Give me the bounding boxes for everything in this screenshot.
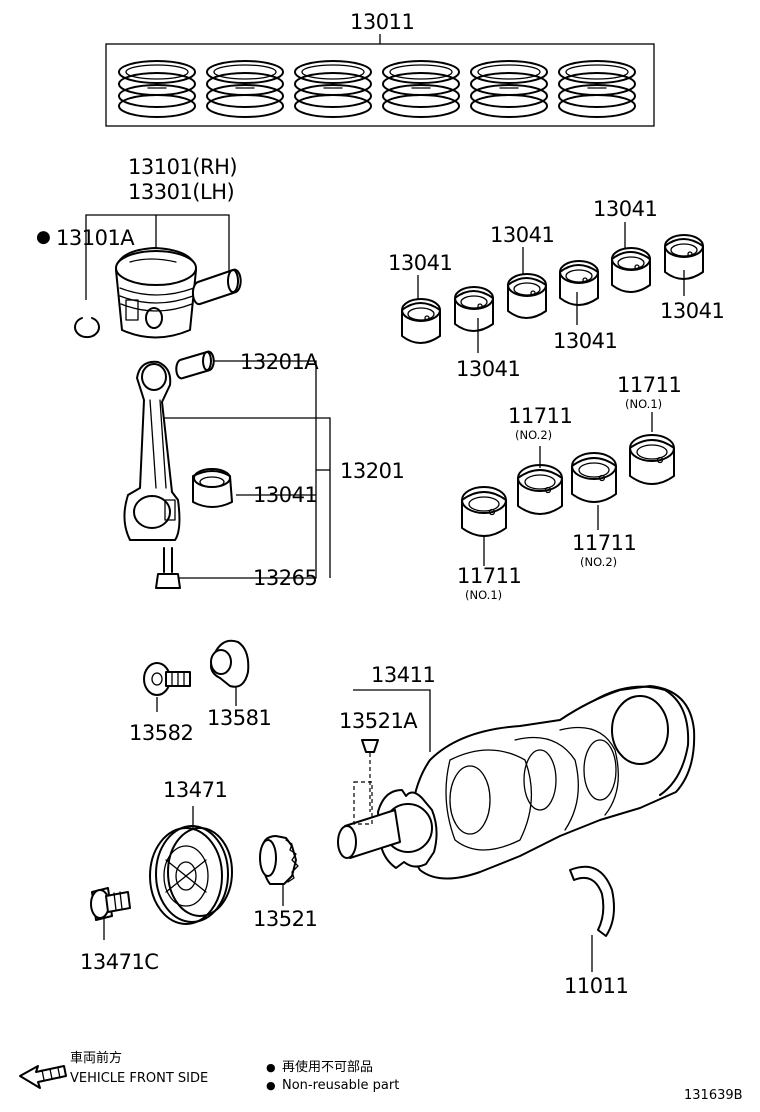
label-13201: 13201: [340, 459, 405, 483]
sublabel-no1-bottom: (NO.1): [465, 588, 503, 602]
label-13041-c: 13041: [490, 223, 555, 247]
sublabel-no1-top: (NO.1): [625, 397, 663, 411]
crank-bearings: [461, 412, 675, 566]
label-13011: 13011: [350, 10, 415, 34]
label-11711-no1-bottom: 11711: [457, 564, 522, 588]
washer-13581: [210, 639, 250, 706]
legend-nonreuse-jp: 再使用不可部品: [282, 1060, 374, 1075]
label-13201a: 13201A: [240, 350, 319, 374]
label-13521: 13521: [253, 907, 318, 931]
label-13471: 13471: [163, 778, 228, 802]
piston: [74, 214, 242, 339]
connecting-rod: [123, 350, 331, 589]
legend-front-en: VEHICLE FRONT SIDE: [70, 1071, 209, 1086]
legend-nonreuse-en: Non-reusable part: [282, 1078, 400, 1093]
label-13041-rod: 13041: [253, 483, 318, 507]
crankshaft: [337, 685, 696, 880]
label-13582: 13582: [129, 721, 194, 745]
label-13521a: 13521A: [339, 709, 418, 733]
label-13301lh: 13301(LH): [128, 180, 235, 204]
nonreusable-bullet-icon: ●: [36, 227, 51, 247]
label-13041-e: 13041: [593, 197, 658, 221]
label-13101a: 13101A: [56, 226, 135, 250]
legend-bullet-2-icon: ●: [266, 1079, 276, 1092]
label-13101rh: 13101(RH): [128, 155, 238, 179]
crank-pulley: [149, 806, 233, 925]
legend-bullet-1-icon: ●: [266, 1061, 276, 1074]
label-11711-no2-bottom: 11711: [572, 531, 637, 555]
label-13411: 13411: [371, 663, 436, 687]
label-13581: 13581: [207, 706, 272, 730]
label-13471c: 13471C: [80, 950, 159, 974]
sublabel-no2-bottom: (NO.2): [580, 555, 618, 569]
diagram-code: 131639B: [684, 1088, 743, 1103]
thrust-washer: [569, 865, 615, 972]
label-11711-no2-top: 11711: [508, 404, 573, 428]
label-13041-d: 13041: [553, 329, 618, 353]
label-11011: 11011: [564, 974, 629, 998]
label-13041-f: 13041: [660, 299, 725, 323]
label-11711-no1-top: 11711: [617, 373, 682, 397]
legend-front-jp: 車両前方: [70, 1051, 123, 1066]
piston-ring-set: [105, 34, 655, 127]
crank-sprocket: [259, 835, 299, 906]
label-13041-b: 13041: [456, 357, 521, 381]
label-13041-a: 13041: [388, 251, 453, 275]
label-13265: 13265: [253, 566, 318, 590]
pulley-bolt-13471c: [90, 887, 131, 940]
main-bearing-shells: [401, 222, 704, 353]
sublabel-no2-top: (NO.2): [515, 428, 553, 442]
front-arrow-icon: [19, 1065, 67, 1089]
bolt-13582: [143, 662, 191, 712]
